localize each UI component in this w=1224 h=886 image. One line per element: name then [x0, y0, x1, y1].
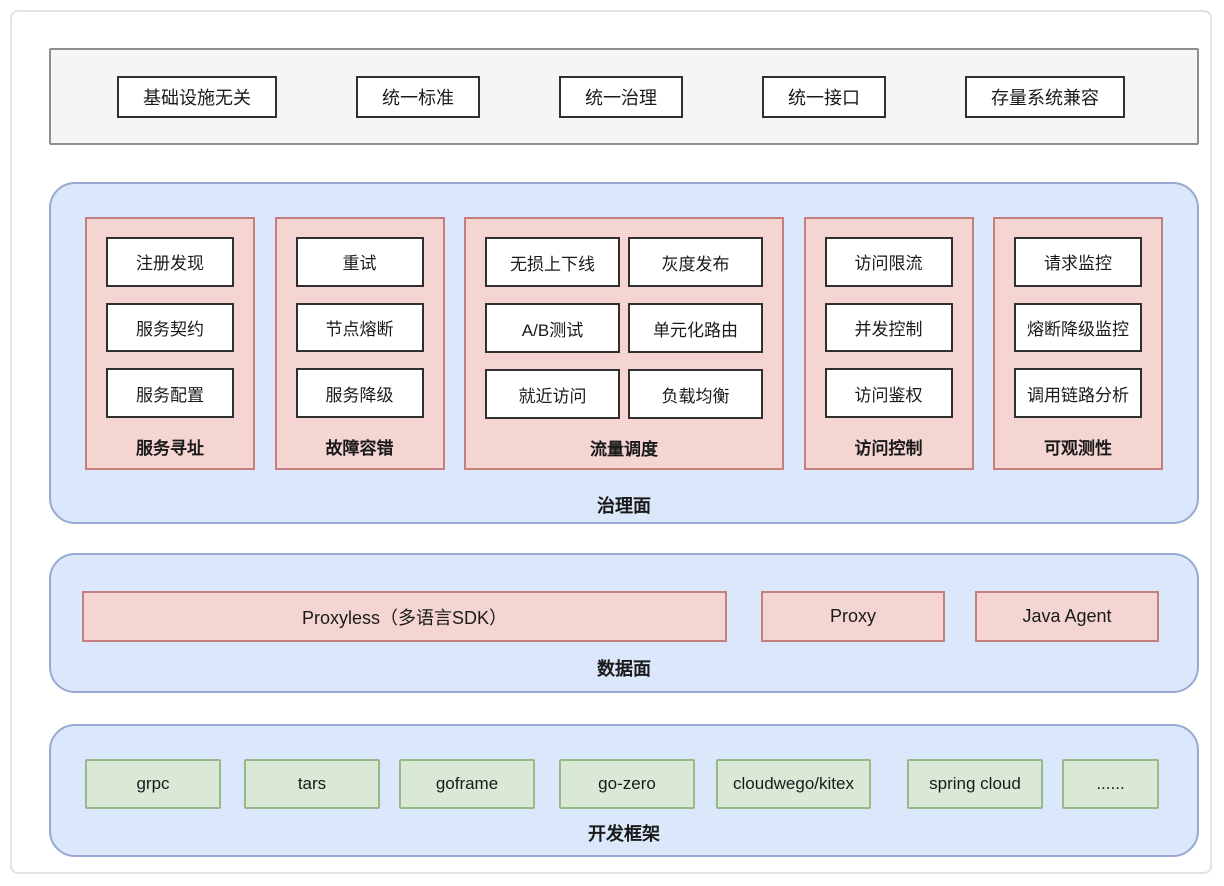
- category-service-addressing: 注册发现 服务契约 服务配置 服务寻址: [85, 217, 255, 470]
- diagram-canvas: 基础设施无关 统一标准 统一治理 统一接口 存量系统兼容 注册发现 服务契约 服…: [10, 10, 1212, 874]
- capability-box: 节点熔断: [295, 302, 424, 353]
- capability-box: 服务配置: [106, 368, 234, 419]
- capability-box: 负载均衡: [628, 369, 763, 419]
- category-label: 可观测性: [1044, 439, 1112, 459]
- capability-box: 并发控制: [824, 302, 953, 353]
- principle-box: 统一标准: [356, 75, 480, 118]
- governance-columns: 注册发现 服务契约 服务配置 服务寻址 重试 节点熔断 服务降级 故障容错 无损…: [51, 217, 1197, 470]
- capability-box: 请求监控: [1014, 237, 1142, 287]
- framework-box-more: ......: [1062, 759, 1159, 809]
- capability-box: A/B测试: [485, 303, 620, 353]
- category-label: 服务寻址: [136, 439, 204, 459]
- framework-layer-label: 开发框架: [588, 824, 660, 844]
- framework-box-cloudwego-kitex: cloudwego/kitex: [716, 759, 871, 809]
- capability-box: 注册发现: [106, 237, 234, 287]
- principle-box: 统一治理: [559, 75, 683, 118]
- capability-box: 调用链路分析: [1014, 368, 1142, 419]
- principles-bar: 基础设施无关 统一标准 统一治理 统一接口 存量系统兼容: [49, 48, 1199, 145]
- java-agent-box: Java Agent: [975, 591, 1159, 642]
- capability-box: 服务契约: [106, 302, 234, 353]
- framework-layer: grpc tars goframe go-zero cloudwego/kite…: [49, 724, 1199, 857]
- framework-box-go-zero: go-zero: [559, 759, 695, 809]
- category-label: 流量调度: [590, 440, 658, 459]
- capability-box: 熔断降级监控: [1014, 302, 1142, 353]
- category-label: 访问控制: [854, 439, 923, 459]
- principle-box: 统一接口: [762, 75, 886, 118]
- capability-box: 就近访问: [485, 369, 620, 419]
- proxy-box: Proxy: [761, 591, 945, 642]
- data-plane-label: 数据面: [597, 659, 651, 679]
- category-label: 故障容错: [325, 439, 394, 459]
- framework-box-goframe: goframe: [399, 759, 535, 809]
- capability-box: 访问限流: [824, 237, 953, 287]
- capability-box: 重试: [295, 237, 424, 287]
- capability-box: 单元化路由: [628, 303, 763, 353]
- capability-box: 服务降级: [295, 368, 424, 419]
- category-traffic-scheduling: 无损上下线 A/B测试 就近访问 灰度发布 单元化路由 负载均衡 流量调度: [464, 217, 784, 470]
- traffic-subcolumn-right: 灰度发布 单元化路由 负载均衡: [628, 237, 763, 435]
- proxyless-sdk-box: Proxyless（多语言SDK）: [82, 591, 727, 642]
- principle-box: 基础设施无关: [117, 75, 277, 118]
- capability-box: 灰度发布: [628, 237, 763, 287]
- principle-box: 存量系统兼容: [965, 75, 1125, 118]
- capability-box: 无损上下线: [485, 237, 620, 287]
- data-plane: Proxyless（多语言SDK） Proxy Java Agent 数据面: [49, 553, 1199, 693]
- framework-box-spring-cloud: spring cloud: [907, 759, 1043, 809]
- governance-plane-label: 治理面: [597, 496, 651, 516]
- governance-plane: 注册发现 服务契约 服务配置 服务寻址 重试 节点熔断 服务降级 故障容错 无损…: [49, 182, 1199, 524]
- category-observability: 请求监控 熔断降级监控 调用链路分析 可观测性: [993, 217, 1163, 470]
- framework-box-tars: tars: [244, 759, 380, 809]
- category-fault-tolerance: 重试 节点熔断 服务降级 故障容错: [274, 217, 445, 470]
- traffic-grid: 无损上下线 A/B测试 就近访问 灰度发布 单元化路由 负载均衡: [485, 237, 763, 435]
- category-access-control: 访问限流 并发控制 访问鉴权 访问控制: [803, 217, 974, 470]
- framework-box-grpc: grpc: [85, 759, 221, 809]
- capability-box: 访问鉴权: [824, 368, 953, 419]
- traffic-subcolumn-left: 无损上下线 A/B测试 就近访问: [485, 237, 620, 435]
